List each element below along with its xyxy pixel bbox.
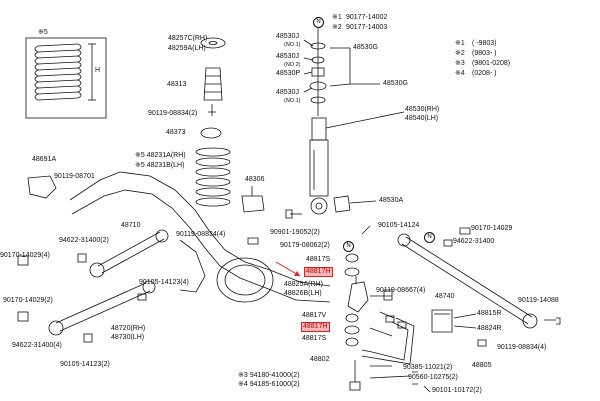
part-48259a[interactable]: 48259A(LH) [168,45,206,52]
part-90105-14124[interactable]: 90105-14124 [378,222,420,229]
part-94622-31400-4[interactable]: 94622-31400(4) [12,342,62,349]
part-48540[interactable]: 48540(LH) [405,115,439,122]
part-90119-08834-rear[interactable]: 90119-08834(4) [497,344,547,351]
remark-4-mark: ※4 [455,70,465,77]
coil-spring-icon [195,147,231,207]
remark-2-text: (9803- ) [472,50,497,57]
part-48530j-3[interactable]: 48530J [276,89,299,96]
part-48740[interactable]: 48740 [435,293,455,300]
part-48817v[interactable]: 48817V [302,312,327,319]
part-48817h-lower-highlighted[interactable]: 48817H [301,322,330,332]
stabilizer-bar-icon [361,311,415,365]
part-90105-14123-2[interactable]: 90105-14123(2) [60,361,110,368]
lateral-rod-48740-icon [397,233,538,329]
upper-arm-48710-icon [89,229,169,278]
part-94622-31400-right[interactable]: 94622-31400 [453,238,495,245]
washer-icon [17,255,29,266]
part-48824r[interactable]: 48824R [477,325,502,332]
part-48691a[interactable]: 48691A [32,156,57,163]
part-48530j-1[interactable]: 48530J [276,33,299,40]
axle-housing-icon [69,171,331,303]
remark-1-mark: ※1 [455,40,465,47]
n-circle-icon: N [343,241,354,252]
part-90119-08834-4[interactable]: 90119-08834(4) [176,231,226,238]
part-48817s-lower[interactable]: 48817S [302,335,327,342]
part-90119-08834-2[interactable]: 90119-08834(2) [148,110,198,117]
part-48530a[interactable]: 48530A [379,197,404,204]
part-48257c[interactable]: 48257C(RH) [168,35,208,42]
part-90119-08667[interactable]: 90119-08667(4) [376,287,426,294]
bracket-48691a-icon [27,175,57,199]
part-48373[interactable]: 48373 [166,129,186,136]
spring-ref-box [25,37,107,119]
n1-mark: ※1 [332,14,342,21]
part-48231b[interactable]: ※5 48231B(LH) [135,162,185,169]
spring-seat-icon [200,37,226,49]
part-90170-14029-right[interactable]: 90170-14029 [471,225,513,232]
spring-height-label: H [95,67,101,74]
n-circle-icon: N [424,232,435,243]
part-48313[interactable]: 48313 [167,81,187,88]
part-48826b[interactable]: 48826B(LH) [284,290,322,297]
n2-part[interactable]: 90177-14003 [346,24,388,31]
part-48530j-1-no: (NO.1) [284,42,301,48]
part-48530[interactable]: 48530(RH) [405,106,440,113]
part-90119-14088[interactable]: 90119-14088 [518,297,559,304]
part-90179-08062[interactable]: 90179-08062(2) [280,242,330,249]
bracket-48306-icon [241,195,265,213]
part-48530j-2-no: (NO.2) [284,62,301,68]
stabilizer-link-icon [347,276,369,391]
insulator-ring-icon [200,127,222,139]
part-48802[interactable]: 48802 [310,356,330,363]
part-94185-61000[interactable]: ※4 94185-61000(2) [238,381,300,388]
part-90105-14123-4[interactable]: 90105-14123(4) [139,279,189,286]
part-90170-14029-2[interactable]: 90170-14029(2) [3,297,53,304]
spring-ref-label: ※5 [38,29,48,36]
part-48720[interactable]: 48720(RH) [111,325,146,332]
n-circle-icon: N [313,17,324,28]
bolt-icon [208,104,216,116]
part-48530g-upper[interactable]: 48530G [353,44,378,51]
part-94622-31400-2[interactable]: 94622-31400(2) [59,237,109,244]
part-48817s-upper[interactable]: 48817S [306,256,331,263]
remark-1-text: ( -9803) [472,40,497,47]
part-90170-14029-4[interactable]: 90170-14029(4) [0,252,50,259]
part-48530j-2[interactable]: 48530J [276,53,299,60]
part-48730[interactable]: 48730(LH) [111,334,145,341]
part-90119-08701[interactable]: 90119-08701 [54,173,95,180]
lower-arm-48720-icon [48,280,156,336]
part-48815r[interactable]: 48815R [477,310,502,317]
part-90560-10275[interactable]: 90560-10275(2) [408,374,458,381]
part-94180-41000[interactable]: ※3 94180-41000(2) [238,372,300,379]
part-90385-11021[interactable]: 90385-11021(2) [403,364,453,371]
n1-part[interactable]: 90177-14002 [346,14,388,21]
part-90101-10172[interactable]: 90101-10172(2) [432,387,482,394]
remark-3-mark: ※3 [455,60,465,67]
part-48817h-upper-highlighted[interactable]: 48817H [304,267,333,277]
n2-mark: ※2 [332,24,342,31]
part-48805[interactable]: 48805 [472,362,492,369]
part-90901-19052[interactable]: 90901-19052(2) [270,229,320,236]
remark-2-mark: ※2 [455,50,465,57]
remark-4-text: (0208- ) [472,70,497,77]
part-48530p[interactable]: 48530P [276,70,301,77]
shock-absorber-icon [309,28,329,215]
bump-stopper-icon [203,67,223,101]
part-48710[interactable]: 48710 [121,222,141,229]
ref-spring-icon [34,43,82,101]
remark-3-text: (9801-0208) [472,60,511,67]
part-48306[interactable]: 48306 [245,176,265,183]
part-48530g-lower[interactable]: 48530G [383,80,408,87]
part-48530j-3-no: (NO.1) [284,98,301,104]
part-48231a[interactable]: ※5 48231A(RH) [135,152,186,159]
part-48825a[interactable]: 48825A(RH) [284,281,323,288]
